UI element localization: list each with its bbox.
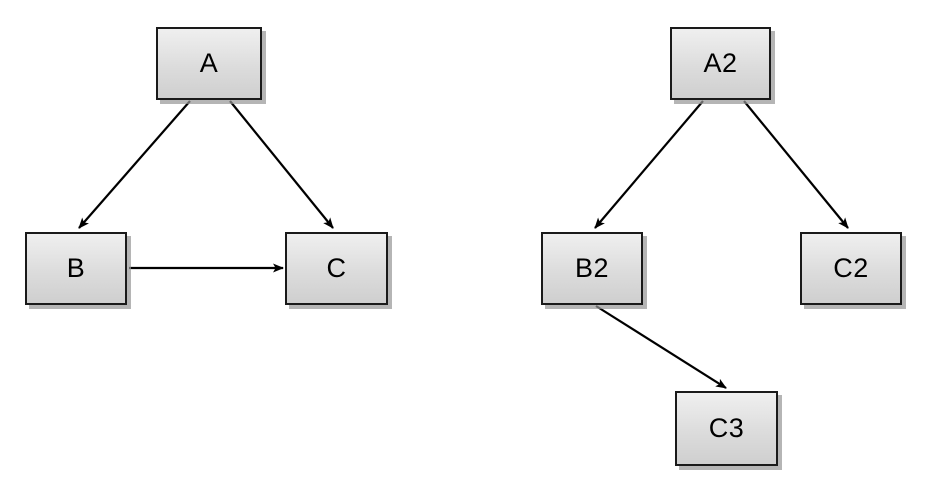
edge-a2-to-c2	[743, 100, 849, 229]
node-label-a: A	[199, 48, 219, 78]
node-label-c: C	[326, 253, 347, 283]
node-b2[interactable]: B2	[541, 232, 643, 305]
node-label-b2: B2	[574, 253, 610, 283]
node-a2[interactable]: A2	[670, 27, 771, 100]
edge-b2-to-c3	[595, 305, 727, 389]
node-a[interactable]: A	[156, 27, 262, 100]
edges-group	[78, 100, 849, 389]
edge-a2-to-b2	[594, 100, 704, 229]
node-c[interactable]: C	[285, 232, 388, 305]
edge-a-to-b	[78, 100, 191, 229]
node-c2[interactable]: C2	[800, 232, 902, 305]
node-label-b: B	[66, 253, 86, 283]
edge-a-to-c	[229, 100, 334, 229]
node-b[interactable]: B	[25, 232, 127, 305]
node-c3[interactable]: C3	[675, 391, 778, 466]
node-label-a2: A2	[703, 48, 738, 78]
node-label-c2: C2	[833, 253, 869, 283]
node-label-c3: C3	[708, 413, 745, 443]
